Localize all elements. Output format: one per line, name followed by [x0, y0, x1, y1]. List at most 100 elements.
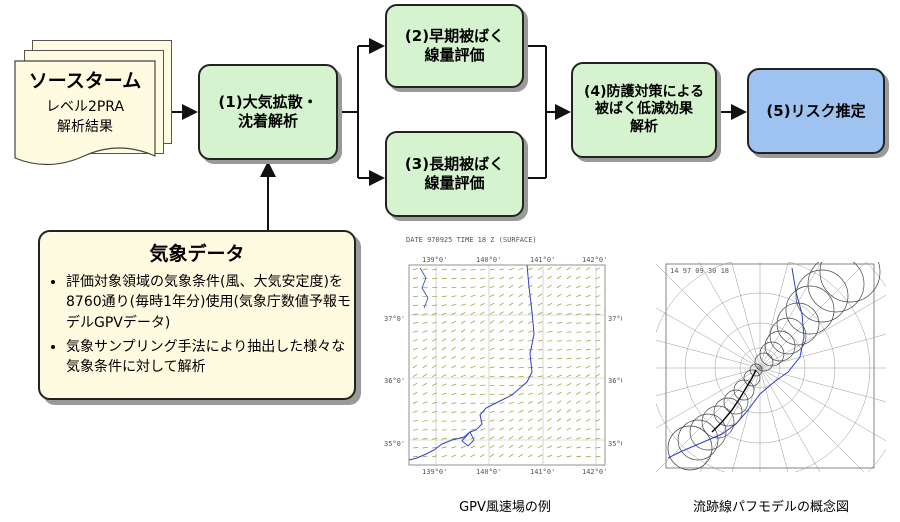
wind-arrow — [480, 384, 486, 387]
wind-arrow — [499, 410, 505, 413]
wind-arrow — [470, 402, 476, 404]
wind-arrow — [441, 338, 447, 342]
wind-arrow — [432, 438, 438, 440]
wind-arrow — [566, 294, 572, 298]
wind-arrow — [422, 277, 428, 280]
wind-arrow — [422, 373, 427, 378]
wind-arrow — [576, 313, 582, 315]
wind-arrow — [566, 391, 572, 395]
wind-arrow — [412, 382, 418, 386]
wind-arrow — [518, 401, 524, 404]
wind-arrow — [585, 285, 591, 289]
puff-circle — [723, 389, 749, 415]
wind-arrow — [508, 427, 514, 431]
wind-arrow — [441, 438, 447, 440]
wind-arrow — [412, 313, 419, 315]
wind-arrow — [566, 313, 572, 315]
wind-arrow — [566, 266, 571, 271]
source-term-line2: 解析結果 — [57, 119, 113, 135]
wind-arrow — [595, 382, 600, 386]
wind-arrows — [412, 266, 601, 458]
wind-arrow — [556, 331, 563, 333]
wind-arrow — [537, 330, 543, 333]
wind-arrow — [499, 375, 505, 378]
wind-arrow — [556, 303, 562, 306]
lon-label-2: 141°0' — [530, 256, 555, 264]
step2-line2: 線量評価 — [424, 46, 485, 64]
wind-arrow — [508, 436, 514, 440]
wind-arrow — [470, 311, 476, 315]
wind-arrow — [460, 420, 467, 422]
wind-arrow — [489, 311, 495, 315]
wind-arrow — [537, 436, 543, 440]
wind-arrow — [508, 311, 514, 315]
wind-arrow — [441, 347, 447, 351]
wind-arrow — [470, 329, 475, 333]
wind-arrow — [412, 295, 419, 298]
wind-arrow — [576, 348, 582, 351]
wind-arrow — [508, 268, 514, 271]
wind-arrow — [537, 366, 543, 369]
wind-arrow — [528, 392, 534, 395]
wind-arrow — [518, 435, 523, 440]
wind-arrow — [470, 420, 476, 422]
wind-arrow — [470, 269, 476, 271]
wind-arrow — [508, 329, 514, 333]
wind-arrow — [556, 266, 562, 271]
wind-arrow — [412, 373, 418, 378]
wind-arrow — [576, 418, 581, 422]
wind-arrow — [489, 329, 495, 333]
wind-arrow — [508, 302, 514, 306]
wind-arrow — [508, 453, 514, 458]
wind-arrow — [556, 409, 562, 413]
wind-arrow — [595, 348, 601, 351]
wind-arrow — [451, 420, 457, 422]
wind-arrow — [422, 382, 428, 387]
wind-arrow — [451, 365, 456, 369]
wind-arrow — [460, 320, 466, 324]
wind-arrow — [470, 375, 476, 378]
puff-circle — [677, 419, 719, 461]
wind-arrow — [422, 286, 428, 289]
wind-arrow — [441, 374, 447, 378]
wind-arrow — [595, 286, 601, 289]
wind-arrow — [460, 312, 466, 315]
step5-risk-estimation: (5)リスク推定 — [747, 68, 885, 154]
wind-arrow — [470, 411, 476, 413]
wind-arrow — [441, 446, 447, 449]
wind-arrow — [470, 347, 476, 351]
wind-arrow — [432, 338, 437, 342]
puff-circle — [795, 269, 849, 323]
step2-early-exposure: (2)早期被ばく 線量評価 — [385, 4, 524, 88]
wind-arrow — [460, 402, 467, 404]
wind-arrow — [528, 409, 533, 413]
puff-circle — [743, 369, 761, 387]
wind-arrow — [489, 277, 495, 280]
gpv-map-header: DATE 970925 TIME 18 Z (SURFACE) — [406, 236, 537, 244]
wind-arrow — [595, 409, 601, 413]
wind-arrow — [556, 275, 562, 280]
wind-arrow — [576, 285, 581, 289]
wind-arrow — [422, 447, 428, 449]
wind-arrow — [489, 375, 495, 378]
wind-arrow — [412, 410, 418, 413]
wind-arrow — [422, 321, 428, 324]
wind-arrow — [537, 302, 543, 306]
wind-arrow — [537, 375, 543, 378]
wind-arrow — [556, 312, 562, 315]
wind-arrow — [595, 391, 600, 395]
wind-arrow — [480, 329, 485, 333]
wind-arrow — [460, 393, 466, 395]
wind-arrow — [460, 347, 466, 351]
wind-arrow — [480, 375, 486, 378]
wind-arrow — [547, 383, 553, 387]
wind-arrow — [489, 384, 495, 387]
wind-arrow — [499, 320, 504, 324]
wind-arrow — [595, 356, 601, 360]
wind-arrow — [460, 269, 467, 271]
wind-arrow — [595, 373, 600, 378]
wind-arrow — [412, 347, 418, 351]
wind-arrow — [518, 375, 524, 378]
wind-arrow — [412, 401, 418, 404]
